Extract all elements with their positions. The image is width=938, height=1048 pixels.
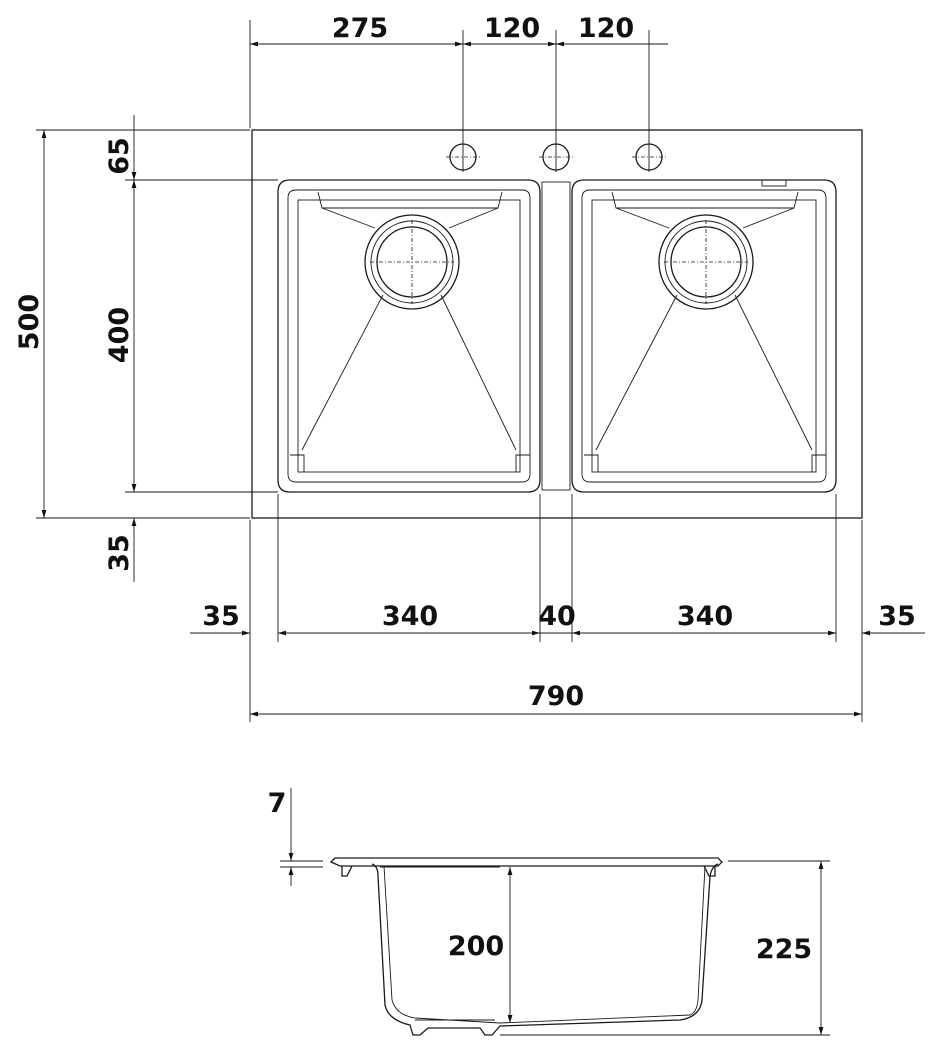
dim-divider-width: 40 <box>538 601 576 632</box>
dim-side-margin-left: 35 <box>202 601 240 632</box>
dim-rim-thickness: 7 <box>268 788 287 819</box>
dim-bowl-depth: 400 <box>104 307 135 363</box>
tap-hole-dimensions: 275 120 120 <box>249 13 668 172</box>
dim-overall-width: 790 <box>528 681 584 712</box>
bowl-divider <box>541 181 571 491</box>
right-drain-icon <box>658 214 754 310</box>
dim-tap-spacing-1: 120 <box>484 13 540 44</box>
dim-overall-depth: 500 <box>14 294 45 350</box>
bowl-inner-wall <box>383 865 706 1024</box>
dim-section-bowl-depth: 200 <box>448 931 504 962</box>
top-view: 275 120 120 500 65 400 35 <box>14 13 925 722</box>
dim-front-margin: 65 <box>104 137 135 175</box>
sink-outline <box>251 129 863 519</box>
rim-profile <box>329 857 723 867</box>
dim-bowl-width-right: 340 <box>677 601 733 632</box>
left-drain-icon <box>364 214 460 310</box>
right-bowl <box>571 179 837 493</box>
left-bowl <box>277 179 541 493</box>
dim-overall-height: 225 <box>756 934 812 965</box>
dim-tap-spacing-2: 120 <box>578 13 634 44</box>
section-view: 7 200 225 <box>268 788 830 1036</box>
width-dimensions: 35 340 40 340 35 790 <box>190 494 925 722</box>
dim-bowl-width-left: 340 <box>382 601 438 632</box>
dim-back-margin: 35 <box>104 534 135 572</box>
dim-tap-offset: 275 <box>332 13 388 44</box>
depth-dimensions: 500 65 400 35 <box>14 115 278 582</box>
bowl-outer-wall <box>371 863 719 1036</box>
dim-side-margin-right: 35 <box>878 601 916 632</box>
